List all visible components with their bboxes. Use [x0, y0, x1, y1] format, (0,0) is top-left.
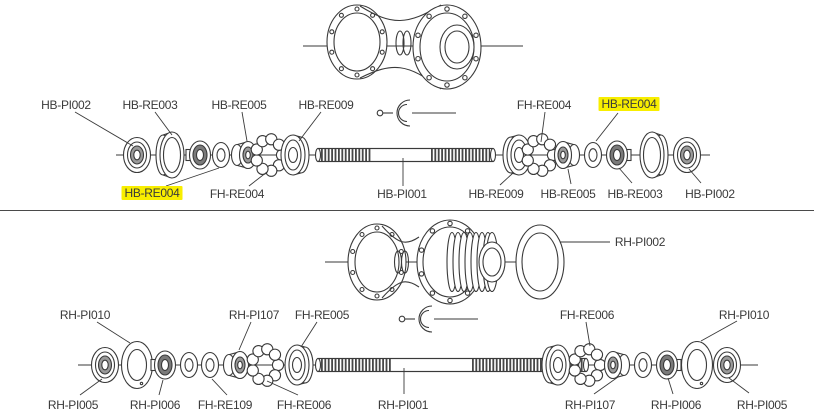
lock-ring — [515, 224, 565, 300]
locknut-part — [90, 346, 120, 384]
locknut-part — [672, 136, 702, 174]
washer-part — [179, 351, 199, 379]
seal-washer-part — [284, 344, 314, 386]
part-label: RH-PI006 — [129, 398, 181, 412]
quick-release-clip-icon — [398, 305, 479, 333]
part-label: HB-PI002 — [685, 187, 735, 201]
part-label: RH-PI002 — [614, 235, 666, 249]
locknut-part — [712, 346, 742, 384]
part-label: HB-RE009 — [468, 187, 524, 201]
dust-cap-part — [639, 131, 669, 179]
cone-part — [553, 140, 581, 170]
part-label: HB-PI001 — [377, 187, 427, 201]
washer-part — [633, 351, 653, 379]
part-label: RH-PI001 — [377, 398, 429, 412]
bearing-nut-part — [150, 350, 177, 380]
part-label: RH-PI005 — [736, 398, 788, 412]
front-leader-lines — [74, 111, 702, 187]
part-label: FH-RE005 — [294, 308, 350, 322]
part-label: FH-RE109 — [197, 398, 253, 412]
bearing-nut-part — [655, 350, 682, 380]
part-label: HB-PI002 — [41, 98, 91, 112]
washer-part — [583, 141, 603, 169]
seal-washer-part — [280, 134, 310, 176]
washer-part — [200, 351, 220, 379]
rear-leader-lines — [79, 320, 750, 396]
part-label-highlighted: HB-RE004 — [121, 186, 183, 200]
part-label: RH-PI010 — [718, 308, 770, 322]
quick-release-clip-icon — [376, 99, 457, 127]
bearing-nut-part — [185, 140, 212, 170]
part-label: FH-RE006 — [559, 308, 615, 322]
part-label: HB-RE003 — [122, 98, 178, 112]
part-label: FH-RE004 — [209, 187, 265, 201]
part-label-highlighted: HB-RE004 — [598, 97, 660, 111]
part-label: HB-RE003 — [607, 187, 663, 201]
flange-washer-part — [680, 340, 714, 390]
rear-axle-assembly — [78, 340, 758, 390]
part-label: FH-RE004 — [516, 98, 572, 112]
cone-part — [222, 350, 250, 380]
part-label: RH-PI010 — [59, 308, 111, 322]
dust-cap-part — [155, 131, 185, 179]
section-divider — [0, 210, 814, 211]
part-label: RH-PI006 — [650, 398, 702, 412]
part-label: HB-RE009 — [298, 98, 354, 112]
cone-part — [603, 350, 631, 380]
seal-washer-part — [541, 344, 571, 386]
rear-hub-shell — [325, 219, 560, 305]
bearing-nut-part — [605, 140, 632, 170]
flange-washer-part — [120, 340, 154, 390]
front-hub-shell — [303, 4, 523, 90]
washer-part — [211, 141, 231, 169]
part-label: RH-PI107 — [564, 398, 616, 412]
part-label: RH-PI107 — [228, 308, 280, 322]
part-label: FH-RE006 — [276, 398, 332, 412]
part-label: HB-RE005 — [540, 187, 596, 201]
part-label: RH-PI005 — [47, 398, 99, 412]
front-axle-assembly — [116, 131, 710, 179]
part-label: HB-RE005 — [211, 98, 267, 112]
